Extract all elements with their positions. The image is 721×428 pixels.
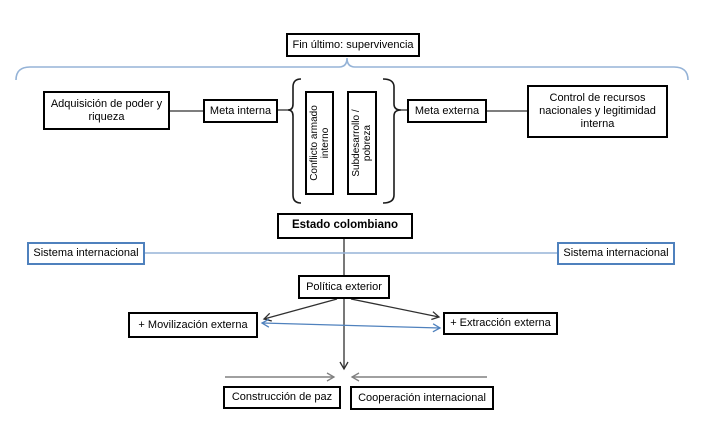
node-subdesarrollo: Subdesarrollo / pobreza (347, 91, 377, 195)
arrow-politica-extraccion (350, 298, 441, 321)
node-extraccion-externa: + Extracción externa (443, 312, 558, 335)
node-adquisicion-poder: Adquisición de poder y riqueza (43, 91, 170, 130)
node-extraccion-externa-label: + Extracción externa (450, 317, 551, 330)
node-movilizacion-externa-label: + Movilización externa (138, 318, 248, 331)
node-conflicto-armado-label: Conflicto armado interno (308, 105, 331, 181)
node-control-recursos-label: Control de recursos nacionales y legitim… (539, 92, 656, 130)
node-adquisicion-poder-label: Adquisición de poder y riqueza (50, 97, 163, 123)
node-meta-externa-label: Meta externa (414, 104, 480, 117)
top-blue-brace (15, 57, 689, 81)
node-construccion-paz-label: Construcción de paz (231, 391, 333, 404)
node-estado-colombiano: Estado colombiano (277, 213, 413, 239)
node-fin-ultimo: Fin último: supervivencia (286, 33, 420, 57)
node-subdesarrollo-label: Subdesarrollo / pobreza (350, 109, 373, 177)
node-fin-ultimo-label: Fin último: supervivencia (292, 38, 414, 51)
node-meta-interna-label: Meta interna (209, 104, 272, 117)
node-politica-exterior-label: Política exterior (306, 280, 382, 293)
arrow-blue-double (260, 318, 442, 333)
node-sistema-internacional-izquierda: Sistema internacional (27, 242, 145, 265)
node-construccion-paz: Construcción de paz (223, 386, 341, 409)
node-politica-exterior: Política exterior (298, 275, 390, 299)
node-control-recursos: Control de recursos nacionales y legitim… (527, 85, 668, 138)
node-conflicto-armado: Conflicto armado interno (305, 91, 334, 195)
node-movilizacion-externa: + Movilización externa (128, 312, 258, 338)
arrow-politica-movilizacion (262, 298, 338, 322)
node-sistema-internacional-izquierda-label: Sistema internacional (33, 247, 139, 260)
node-sistema-internacional-derecha-label: Sistema internacional (563, 247, 669, 260)
node-cooperacion-internacional: Cooperación internacional (350, 386, 494, 410)
left-brace (287, 78, 302, 204)
node-estado-colombiano-label: Estado colombiano (291, 219, 399, 232)
node-meta-externa: Meta externa (407, 99, 487, 123)
right-brace (382, 78, 402, 204)
node-cooperacion-internacional-label: Cooperación internacional (358, 391, 486, 404)
node-sistema-internacional-derecha: Sistema internacional (557, 242, 675, 265)
node-meta-interna: Meta interna (203, 99, 278, 123)
